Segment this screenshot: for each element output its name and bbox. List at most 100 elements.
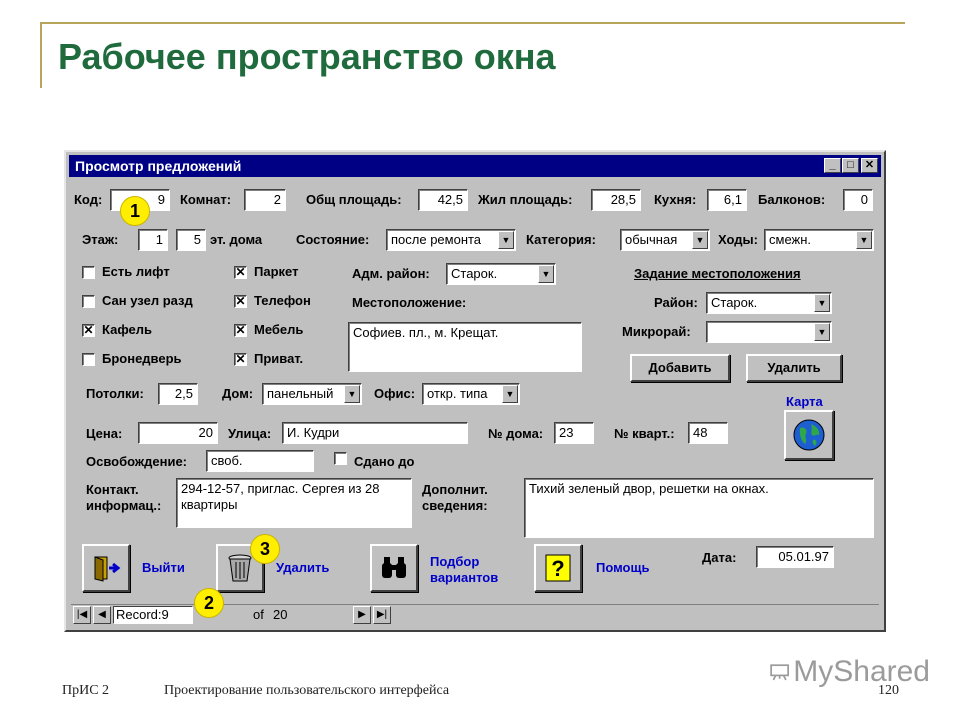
location-textarea[interactable]: Софиев. пл., м. Крещат. <box>348 322 582 372</box>
sanuzel-label: Сан узел разд <box>102 293 193 308</box>
first-record-button[interactable]: |◀ <box>73 606 91 624</box>
binoculars-icon <box>382 557 406 578</box>
select-variants-button[interactable] <box>370 544 418 592</box>
dropdown-arrow-icon[interactable]: ▼ <box>692 231 708 249</box>
etazhnost-field[interactable]: 5 <box>176 229 206 251</box>
rayon-select[interactable]: Старок. ▼ <box>706 292 832 314</box>
delete-location-button[interactable]: Удалить <box>746 354 842 382</box>
footer-course: ПрИС 2 <box>62 683 110 698</box>
slide-title: Рабочее пространство окна <box>58 36 556 77</box>
date-field[interactable]: 05.01.97 <box>756 546 834 568</box>
logo-text: MyShared <box>793 655 930 688</box>
kuhnya-label: Кухня: <box>654 192 697 207</box>
delete-record-label: Удалить <box>276 560 330 575</box>
dropdown-arrow-icon[interactable]: ▼ <box>344 385 360 403</box>
potolki-label: Потолки: <box>86 386 144 401</box>
record-number: 9 <box>161 607 169 622</box>
record-indicator[interactable]: Record:9 <box>113 606 193 624</box>
ofis-value: откр. типа <box>427 386 488 401</box>
hody-value: смежн. <box>769 232 812 247</box>
kod-label: Код: <box>74 192 103 207</box>
balkonov-field[interactable]: 0 <box>843 189 873 211</box>
adm-rayon-select[interactable]: Старок. ▼ <box>446 263 556 285</box>
sanuzel-checkbox[interactable] <box>82 295 95 308</box>
kategoriya-label: Категория: <box>526 232 596 247</box>
slide-top-rule <box>40 22 905 24</box>
sdano-checkbox[interactable] <box>334 452 347 465</box>
privat-checkbox[interactable]: ✕ <box>234 352 247 366</box>
help-question-icon: ? <box>545 554 571 582</box>
slide-left-rule <box>40 22 42 88</box>
sostoyanie-select[interactable]: после ремонта ▼ <box>386 229 516 251</box>
last-record-button[interactable]: ▶| <box>373 606 391 624</box>
svg-text:?: ? <box>551 556 564 581</box>
sdano-label: Сдано до <box>354 454 415 469</box>
lift-checkbox[interactable] <box>82 266 95 279</box>
telefon-checkbox[interactable]: ✕ <box>234 294 247 308</box>
kategoriya-value: обычная <box>625 232 678 247</box>
maximize-button[interactable]: □ <box>842 158 859 173</box>
kategoriya-select[interactable]: обычная ▼ <box>620 229 710 251</box>
dom-select[interactable]: панельный ▼ <box>262 383 362 405</box>
dropdown-arrow-icon[interactable]: ▼ <box>498 231 514 249</box>
obsh-ploshad-label: Общ площадь: <box>306 192 402 207</box>
nomer-kvart-label: № кварт.: <box>614 426 675 441</box>
record-navigator: |◀ ◀ Record:9 of 20 ▶ ▶| <box>71 604 879 625</box>
app-window: Просмотр предложений _ □ ✕ Код: 9 Комнат… <box>64 150 886 632</box>
etazh-field[interactable]: 1 <box>138 229 168 251</box>
select-variants-label-line2: вариантов <box>430 570 499 585</box>
cena-field[interactable]: 20 <box>138 422 218 444</box>
annotation-badge-1: 1 <box>120 196 150 226</box>
exit-button[interactable] <box>82 544 130 592</box>
trash-can-icon <box>228 554 252 582</box>
dropdown-arrow-icon[interactable]: ▼ <box>538 265 554 283</box>
cena-label: Цена: <box>86 426 123 441</box>
annotation-badge-3: 3 <box>250 534 280 564</box>
add-location-button[interactable]: Добавить <box>630 354 730 382</box>
record-of-label: of <box>253 607 264 622</box>
select-variants-label-line1: Подбор <box>430 554 480 569</box>
window-title: Просмотр предложений <box>75 158 242 174</box>
help-button[interactable]: ? <box>534 544 582 592</box>
contact-textarea[interactable]: 294-12-57, приглас. Сергея из 28 квартир… <box>176 478 412 528</box>
exit-label: Выйти <box>142 560 185 575</box>
map-button[interactable] <box>784 410 834 460</box>
hody-select[interactable]: смежн. ▼ <box>764 229 874 251</box>
privat-label: Приват. <box>254 351 304 366</box>
dropdown-arrow-icon[interactable]: ▼ <box>856 231 872 249</box>
map-label: Карта <box>786 394 823 409</box>
zhil-ploshad-field[interactable]: 28,5 <box>591 189 641 211</box>
parket-checkbox[interactable]: ✕ <box>234 265 247 279</box>
dropdown-arrow-icon[interactable]: ▼ <box>814 323 830 341</box>
rayon-value: Старок. <box>711 295 758 310</box>
myshared-logo: MyShared <box>770 652 930 692</box>
kuhnya-field[interactable]: 6,1 <box>707 189 747 211</box>
minimize-button[interactable]: _ <box>824 158 841 173</box>
kafel-checkbox[interactable]: ✕ <box>82 323 95 337</box>
potolki-field[interactable]: 2,5 <box>158 383 198 405</box>
ofis-select[interactable]: откр. типа ▼ <box>422 383 520 405</box>
next-record-button[interactable]: ▶ <box>353 606 371 624</box>
lift-label: Есть лифт <box>102 264 170 279</box>
obsh-ploshad-field[interactable]: 42,5 <box>418 189 468 211</box>
window-titlebar[interactable]: Просмотр предложений _ □ ✕ <box>69 155 881 177</box>
zhil-ploshad-label: Жил площадь: <box>478 192 573 207</box>
ulica-field[interactable]: И. Кудри <box>282 422 468 444</box>
hody-label: Ходы: <box>718 232 758 247</box>
nomer-kvart-field[interactable]: 48 <box>688 422 728 444</box>
extra-textarea[interactable]: Тихий зеленый двор, решетки на окнах. <box>524 478 874 538</box>
dropdown-arrow-icon[interactable]: ▼ <box>814 294 830 312</box>
osvobozhdenie-field[interactable]: своб. <box>206 450 314 472</box>
footer-page-number: 120 <box>878 683 899 698</box>
nomer-doma-label: № дома: <box>488 426 544 441</box>
bronedver-checkbox[interactable] <box>82 353 95 366</box>
komnat-field[interactable]: 2 <box>244 189 286 211</box>
mikrorayon-select[interactable]: ▼ <box>706 321 832 343</box>
ofis-label: Офис: <box>374 386 416 401</box>
prev-record-button[interactable]: ◀ <box>93 606 111 624</box>
close-button[interactable]: ✕ <box>861 158 878 173</box>
balkonov-label: Балконов: <box>758 192 826 207</box>
dropdown-arrow-icon[interactable]: ▼ <box>502 385 518 403</box>
mebel-checkbox[interactable]: ✕ <box>234 323 247 337</box>
nomer-doma-field[interactable]: 23 <box>554 422 594 444</box>
